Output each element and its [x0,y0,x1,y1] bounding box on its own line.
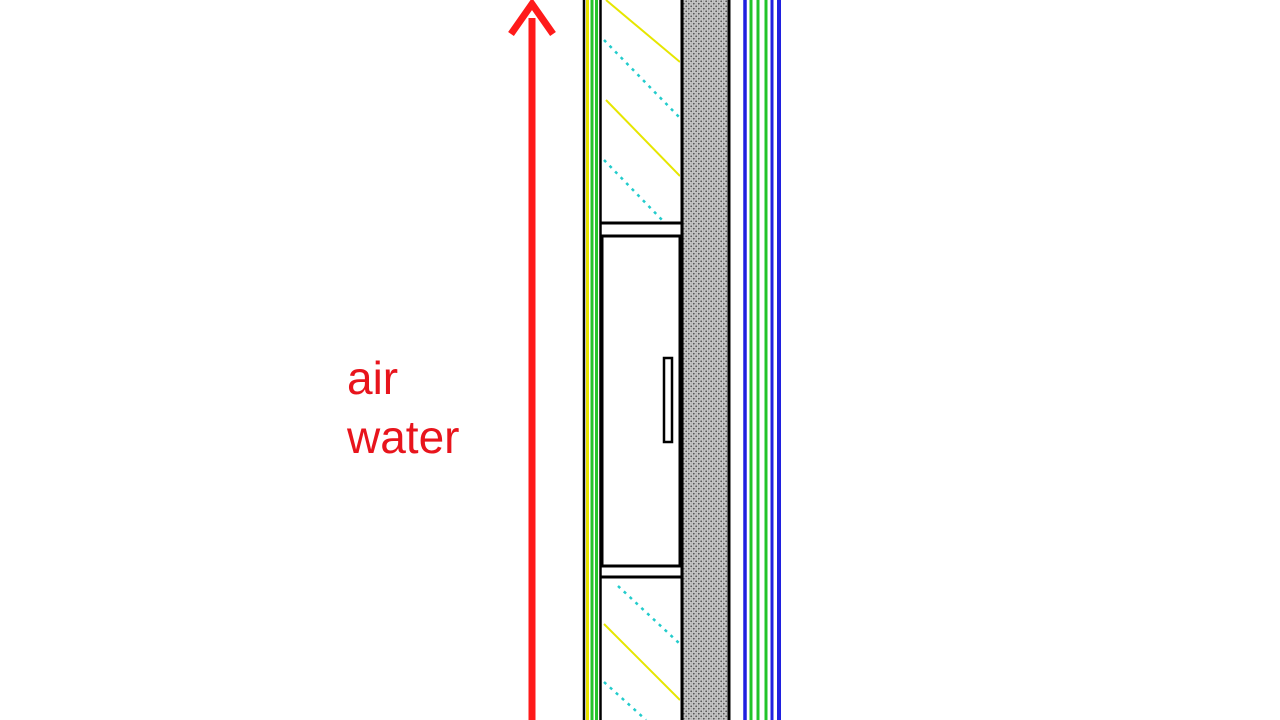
chamber-slot [662,356,674,444]
hatched-cavity-top [603,0,680,222]
flow-arrow-head [508,0,556,37]
label-air: air [347,352,399,404]
hatched-cavity-bottom [603,585,680,720]
arrow-up-icon [508,0,556,720]
porous-layer [682,0,728,720]
label-water: water [347,411,460,463]
